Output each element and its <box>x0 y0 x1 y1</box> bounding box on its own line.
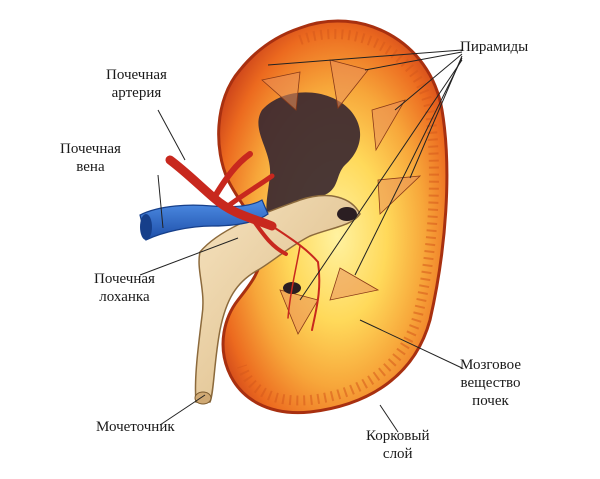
ureter-opening <box>194 391 212 405</box>
renal-vein-opening <box>140 214 152 240</box>
calyx-1 <box>337 207 357 221</box>
label-renal-artery: Почечная артерия <box>106 66 167 102</box>
label-renal-vein: Почечная вена <box>60 140 121 176</box>
label-medulla-line1: Мозговое <box>460 357 521 373</box>
label-ureter: Мочеточник <box>96 418 175 436</box>
label-cortex: Корковый слой <box>366 427 429 463</box>
label-renal-pelvis-line1: Почечная <box>94 271 155 287</box>
label-renal-vein-line2: вена <box>76 159 105 175</box>
leader-lines <box>139 49 463 433</box>
label-medulla: Мозговое вещество почек <box>460 356 521 410</box>
label-renal-vein-line1: Почечная <box>60 141 121 157</box>
label-renal-pelvis: Почечная лоханка <box>94 270 155 306</box>
label-ureter-line1: Мочеточник <box>96 419 175 435</box>
label-cortex-line2: слой <box>382 446 413 462</box>
label-renal-artery-line2: артерия <box>111 85 162 101</box>
renal-pelvis <box>194 194 361 403</box>
label-pyramids: Пирамиды <box>460 38 528 56</box>
label-medulla-line2: вещество <box>460 375 521 391</box>
label-pyramids-line1: Пирамиды <box>460 39 529 55</box>
renal-artery <box>165 151 321 331</box>
label-cortex-line1: Корковый <box>366 428 430 444</box>
label-renal-pelvis-line2: лоханка <box>99 289 150 305</box>
renal-sinus <box>258 92 361 221</box>
label-renal-artery-line1: Почечная <box>106 67 167 83</box>
label-medulla-line3: почек <box>472 393 509 409</box>
